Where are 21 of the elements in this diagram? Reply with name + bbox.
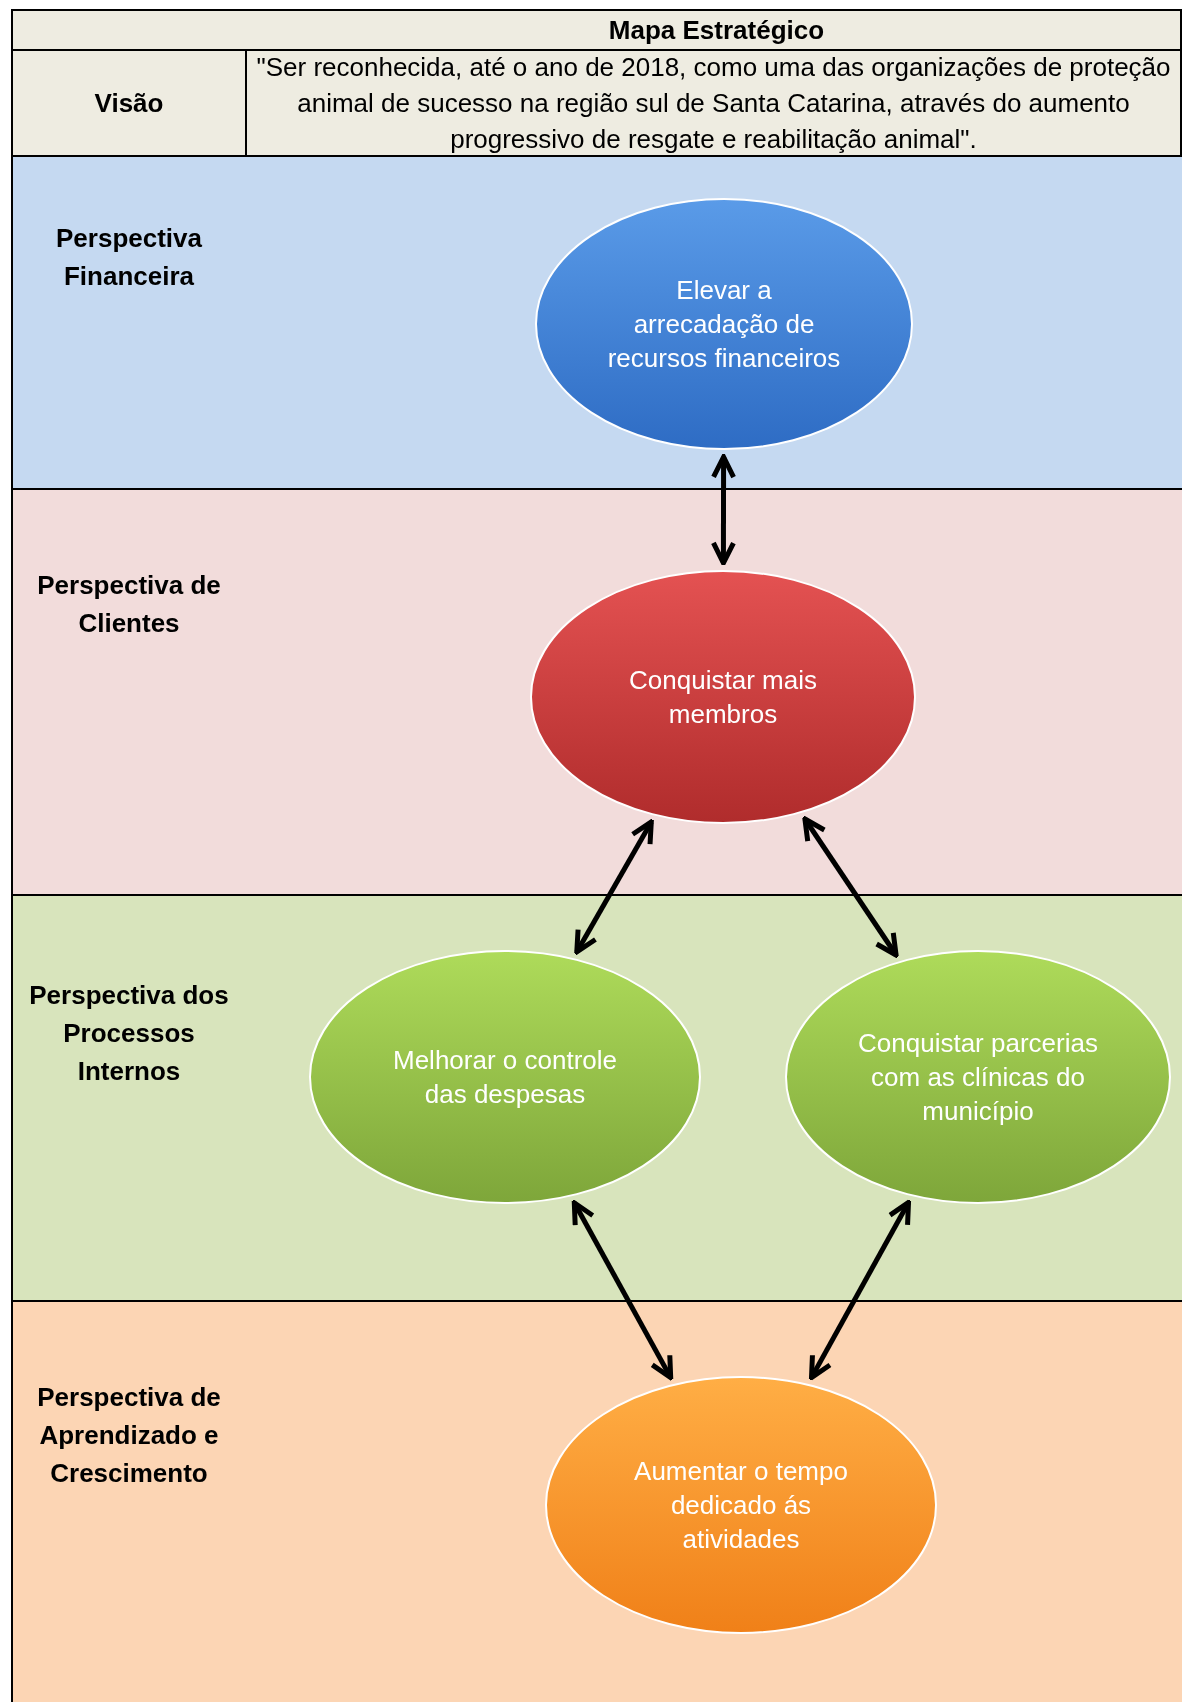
band-heading: Perspectiva de Clientes: [36, 569, 222, 640]
band-heading: Perspectiva dos Processos Internos: [28, 979, 230, 1088]
vision-statement: "Ser reconhecida, até o ano de 2018, como uma das organizações de proteção animal de sucesso na região sul de Santa Catarina, através do aumento progressivo de resgate e reabilitação animal".: [245, 49, 1182, 157]
double-arrow: [802, 816, 899, 958]
double-arrow: [574, 819, 654, 955]
perspective-band: [11, 155, 1182, 490]
objective-text: Aumentar o tempo dedicado ás atividades: [633, 1455, 849, 1556]
double-arrow: [809, 1200, 911, 1381]
double-arrow: [571, 1200, 674, 1381]
band-heading: Perspectiva de Aprendizado e Crescimento: [36, 1381, 222, 1490]
objective-text: Melhorar o controle das despesas: [392, 1044, 618, 1111]
objective-text: Conquistar mais membros: [628, 664, 818, 731]
band-heading: Perspectiva Financeira: [55, 222, 203, 293]
perspective-band: [11, 1300, 1182, 1702]
row-header: Visão: [11, 49, 247, 157]
perspective-band: [11, 488, 1182, 896]
objective-text: Elevar a arrecadação de recursos financeiros: [606, 274, 842, 375]
title: Mapa Estratégico: [11, 9, 1182, 51]
perspective-band: [11, 894, 1182, 1302]
double-arrow: [710, 454, 737, 566]
objective-text: Conquistar parcerias com as clínicas do município: [857, 1027, 1099, 1128]
